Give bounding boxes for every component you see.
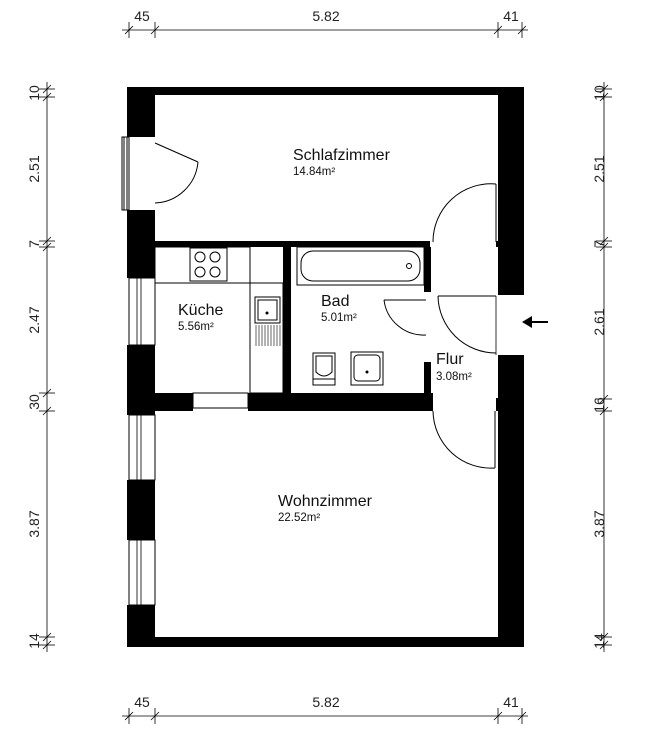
left-dim-label: 7 [26, 240, 42, 248]
right-dim-label: 16 [591, 397, 607, 413]
top-dimension-line: 45 5.82 41 [122, 8, 528, 38]
left-dim-label: 30 [26, 394, 42, 410]
sink-icon [350, 351, 384, 386]
room-name: Schlafzimmer [293, 147, 391, 164]
room-name: Küche [178, 302, 223, 319]
top-dim-label: 5.82 [312, 8, 339, 24]
room-name: Flur [436, 351, 464, 368]
room-bad: Bad 5.01m² [321, 293, 357, 324]
bottom-dim-label: 45 [134, 694, 150, 710]
room-area: 22.52m² [278, 512, 320, 524]
kitchen-counter [154, 246, 284, 409]
left-dim-label: 3.87 [26, 510, 42, 537]
entrance-arrow-icon [522, 316, 548, 328]
right-dim-label: 10 [591, 85, 607, 101]
room-area: 14.84m² [293, 166, 335, 178]
left-dim-label: 2.51 [26, 155, 42, 182]
bottom-dim-label: 5.82 [312, 694, 339, 710]
top-dim-label: 45 [134, 8, 150, 24]
toilet-icon [312, 352, 336, 386]
right-dim-label: 2.61 [591, 308, 607, 335]
room-name: Wohnzimmer [278, 493, 373, 510]
right-dim-label: 14 [591, 633, 607, 649]
room-area: 5.01m² [321, 312, 357, 324]
bathtub-icon [296, 246, 425, 286]
bottom-dimension-line: 45 5.82 41 [122, 694, 528, 724]
room-kueche: Küche 5.56m² [178, 302, 223, 333]
right-dimension-line: 10 2.51 7 2.61 16 3.87 14 [591, 82, 612, 652]
room-schlafzimmer: Schlafzimmer 14.84m² [293, 147, 391, 178]
room-area: 3.08m² [436, 371, 472, 383]
right-dim-label: 3.87 [591, 510, 607, 537]
doors [154, 142, 497, 469]
windows [121, 136, 156, 606]
room-flur: Flur 3.08m² [436, 351, 472, 383]
kitchen-sink-icon [254, 296, 281, 346]
left-dim-label: 14 [26, 633, 42, 649]
left-dimension-line: 10 2.51 7 2.47 30 3.87 14 [26, 82, 55, 652]
room-wohnzimmer: Wohnzimmer 22.52m² [278, 493, 373, 524]
bottom-dim-label: 41 [503, 694, 519, 710]
stove-icon [189, 247, 228, 282]
walls [127, 87, 524, 647]
left-dim-label: 2.47 [26, 306, 42, 333]
room-area: 5.56m² [178, 321, 214, 333]
right-dim-label: 7 [591, 240, 607, 248]
left-dim-label: 10 [26, 85, 42, 101]
room-name: Bad [321, 293, 349, 310]
top-dim-label: 41 [503, 8, 519, 24]
right-dim-label: 2.51 [591, 155, 607, 182]
